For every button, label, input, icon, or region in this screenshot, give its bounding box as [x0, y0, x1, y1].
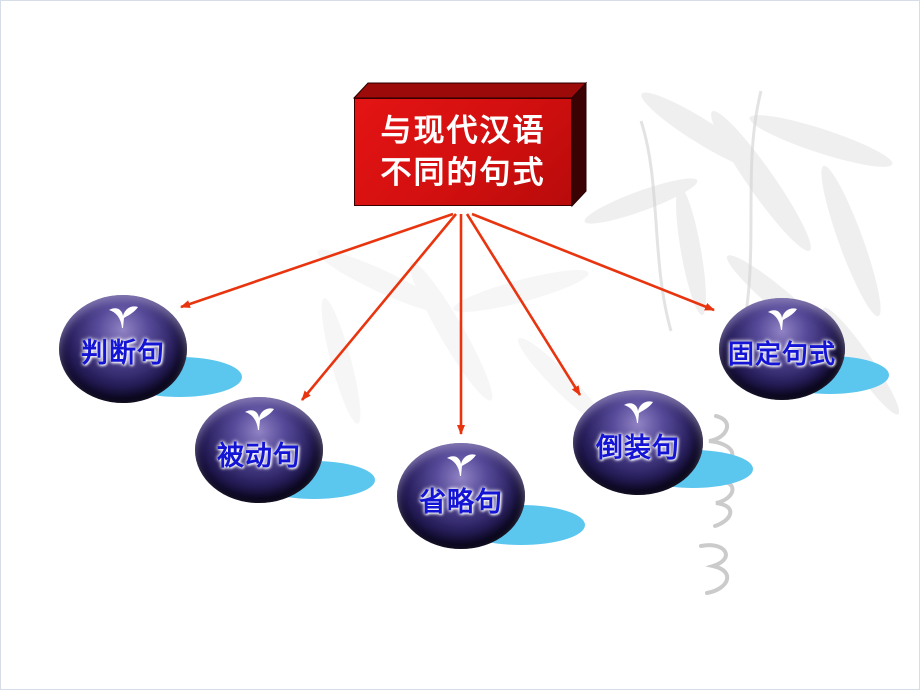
node-inversion-sentence: 倒装句 — [573, 390, 758, 506]
node-ellipsis-sentence: 省略句 — [397, 443, 587, 561]
arrow-to-passive — [300, 213, 458, 401]
title-box: 与现代汉语 不同的句式 — [354, 98, 572, 206]
node-judgment-sentence: 判断句 — [59, 295, 244, 415]
sprout-icon — [768, 308, 797, 330]
title-line-1: 与现代汉语 — [380, 113, 546, 149]
node-fixed-pattern: 固定句式 — [719, 298, 899, 410]
sphere-graphic — [195, 397, 323, 503]
sphere-graphic — [59, 295, 187, 403]
title-line-2: 不同的句式 — [380, 155, 546, 191]
sphere-graphic — [573, 390, 703, 495]
node-label: 判断句 — [81, 338, 165, 369]
arrow-to-judgment — [180, 212, 454, 309]
title-box-side-face — [571, 81, 587, 208]
arrow-to-inversion — [465, 213, 582, 396]
sprout-icon — [109, 306, 138, 328]
node-label: 固定句式 — [727, 340, 836, 370]
node-label: 省略句 — [419, 487, 503, 518]
node-label: 倒装句 — [596, 433, 680, 464]
arrow-to-fixed — [471, 212, 715, 312]
sprout-icon — [245, 408, 274, 430]
node-label: 被动句 — [217, 441, 301, 472]
node-passive-sentence: 被动句 — [195, 397, 380, 515]
sprout-icon — [447, 454, 476, 476]
sprout-icon — [624, 401, 653, 423]
title-box-top-face — [352, 82, 588, 99]
sphere-graphic — [397, 443, 525, 549]
